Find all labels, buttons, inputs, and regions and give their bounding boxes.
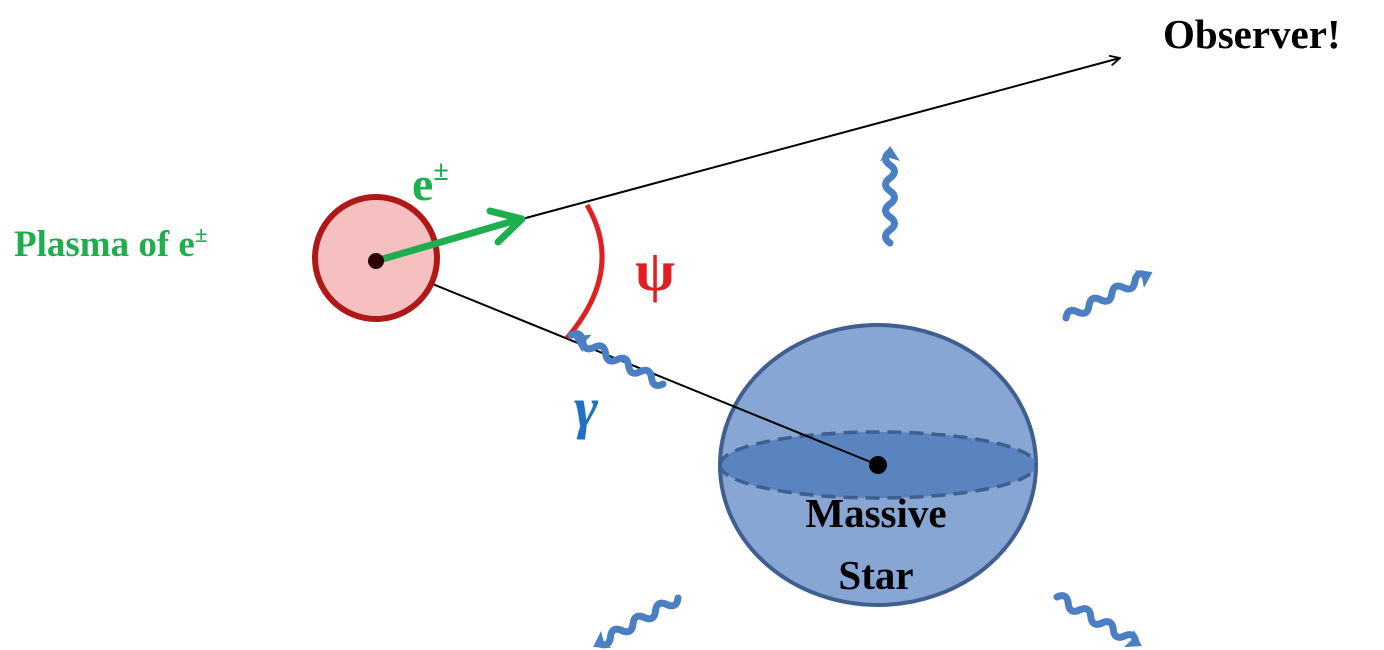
star-center-dot xyxy=(869,456,887,474)
star-label-line2: Star xyxy=(838,552,913,598)
observer-line xyxy=(521,58,1120,220)
electron-label: e± xyxy=(412,156,449,211)
electron-velocity-arrow xyxy=(375,207,526,265)
wavy-arrow-icon xyxy=(567,330,667,389)
gamma-label: γ xyxy=(574,375,599,440)
star-label-line1: Massive xyxy=(805,490,946,536)
wavy-arrow-icon xyxy=(1062,270,1153,322)
wavy-arrow-icon xyxy=(1053,592,1142,648)
electron-label-text: e xyxy=(412,158,433,211)
plasma-label-superscript: ± xyxy=(195,222,208,247)
star-equator-back xyxy=(718,430,1038,466)
psi-angle-arc xyxy=(565,203,605,340)
wavy-arrow-icon xyxy=(593,594,682,649)
star-equator-front xyxy=(718,464,1038,500)
plasma-label: Plasma of e± xyxy=(14,222,207,265)
plasma-label-text: Plasma of e xyxy=(14,224,195,265)
observer-label: Observer! xyxy=(1163,11,1341,57)
wavy-arrow-icon xyxy=(880,146,900,247)
electron-label-superscript: ± xyxy=(433,156,448,187)
plasma-center-dot xyxy=(368,253,384,269)
psi-label: ψ xyxy=(635,238,675,303)
